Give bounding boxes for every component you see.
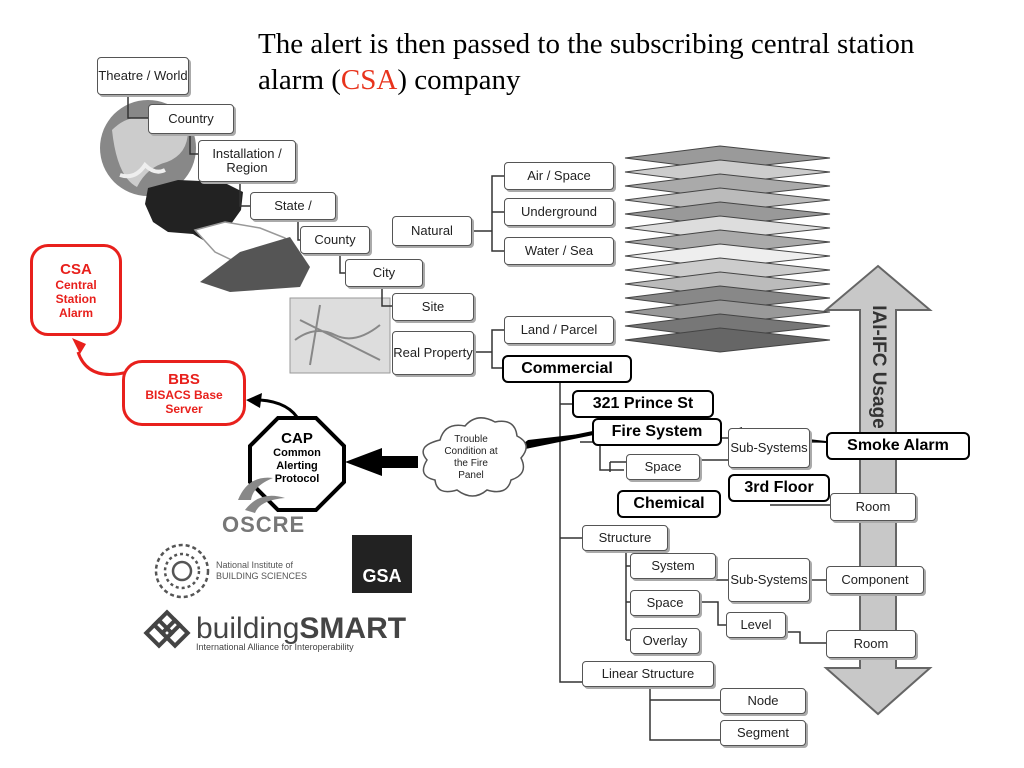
nibs-logo: National Institute of BUILDING SCIENCES	[216, 560, 307, 582]
installation-region-box: Installation / Region	[198, 140, 296, 182]
title-suffix: ) company	[397, 64, 521, 96]
slide-title: The alert is then passed to the subscrib…	[258, 26, 958, 98]
room-top-box: Room	[830, 493, 916, 521]
buildingsmart-tagline: International Alliance for Interoperabil…	[196, 642, 354, 652]
bbs-title: BBS	[168, 370, 200, 388]
trouble-cloud	[422, 417, 527, 497]
component-box: Component	[826, 566, 924, 594]
space-box: Space	[630, 590, 700, 616]
bbs-subtitle: BISACS Base Server	[145, 387, 223, 416]
sub-systems-box: Sub-Systems	[728, 558, 810, 602]
cap-label: CAP Common Alerting Protocol	[252, 430, 342, 486]
usage-double-arrow	[823, 264, 933, 716]
linear-structure-box: Linear Structure	[582, 661, 714, 687]
sub-systems-top-box: Sub-Systems	[728, 428, 810, 468]
city-map-image	[289, 297, 391, 374]
space-top-box: Space	[626, 454, 700, 480]
buildingsmart-bold: SMART	[299, 612, 407, 645]
oscre-emblem	[238, 477, 285, 513]
state-box: State /	[250, 192, 336, 220]
level-box: Level	[726, 612, 786, 638]
cap-title: CAP	[281, 430, 313, 447]
third-floor-box: 3rd Floor	[728, 474, 830, 502]
natural-box: Natural	[392, 216, 472, 246]
water-sea-box: Water / Sea	[504, 237, 614, 265]
oscre-logo: OSCRE	[222, 512, 306, 537]
trouble-label: Trouble Condition at the Fire Panel	[444, 434, 498, 481]
nibs-line1: National Institute of	[216, 560, 294, 570]
nibs-line2: BUILDING SCIENCES	[216, 571, 308, 581]
chemical-box: Chemical	[617, 490, 721, 518]
buildingsmart-emblem	[143, 609, 191, 649]
fire-system-box: Fire System	[592, 418, 722, 446]
usage-arrow-label: IAI-IFC Usage	[868, 305, 889, 429]
land-parcel-box: Land / Parcel	[504, 316, 614, 344]
county-map-image	[200, 237, 310, 292]
smoke-alarm-box: Smoke Alarm	[826, 432, 970, 460]
overlay-box: Overlay	[630, 628, 700, 654]
buildingsmart-light: building	[196, 612, 300, 645]
cap-octagon	[248, 416, 346, 512]
county-box: County	[300, 226, 370, 254]
commercial-box: Commercial	[502, 355, 632, 383]
csa-title: CSA	[60, 260, 92, 278]
title-prefix: The alert is then passed to the subscrib…	[258, 28, 915, 96]
site-box: Site	[392, 293, 474, 321]
arrow-to-cap	[345, 448, 418, 476]
room-box: Room	[826, 630, 916, 658]
arrow-to-csa	[76, 351, 129, 376]
air-space-box: Air / Space	[504, 162, 614, 190]
gsa-text: GSA	[362, 566, 402, 586]
csa-subtitle: Central Station Alarm	[55, 277, 97, 320]
segment-box: Segment	[720, 720, 806, 746]
nibs-emblem	[154, 543, 210, 599]
cap-subtitle: Common Alerting Protocol	[273, 447, 321, 485]
csa-box: CSA Central Station Alarm	[30, 244, 122, 336]
gsa-logo: GSA	[352, 535, 412, 593]
bbs-box: BBS BISACS Base Server	[122, 360, 246, 426]
system-box: System	[630, 553, 716, 579]
structure-box: Structure	[582, 525, 668, 551]
underground-box: Underground	[504, 198, 614, 226]
theatre-world-box: Theatre / World	[97, 57, 189, 95]
title-accent: CSA	[340, 64, 398, 96]
buildingsmart-logo: buildingSMART International Alliance for…	[196, 612, 406, 652]
city-box: City	[345, 259, 423, 287]
node-box: Node	[720, 688, 806, 714]
country-box: Country	[148, 104, 234, 134]
strata-layers-image	[624, 145, 831, 353]
real-property-box: Real Property	[392, 331, 474, 375]
prince-st-box: 321 Prince St	[572, 390, 714, 418]
